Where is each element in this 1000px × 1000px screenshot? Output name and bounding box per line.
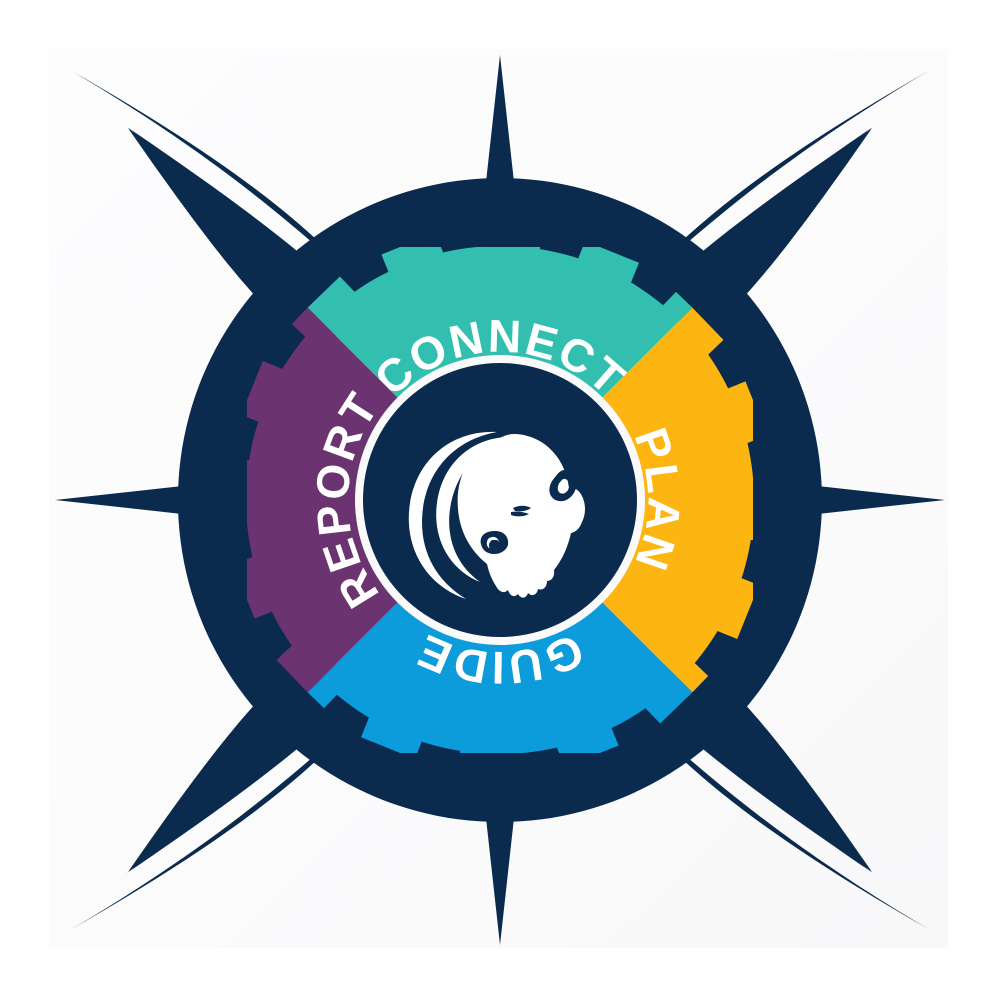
bison-head-logo	[408, 431, 585, 599]
